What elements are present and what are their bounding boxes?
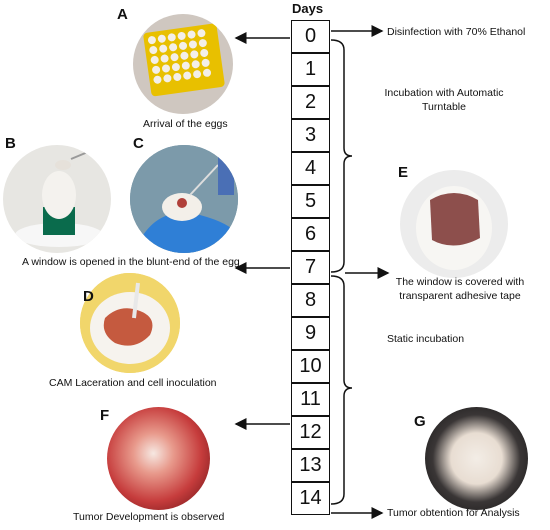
- label-disinfection: Disinfection with 70% Ethanol: [387, 26, 526, 38]
- day-cell: 10: [291, 350, 330, 383]
- day-cell: 8: [291, 284, 330, 317]
- window-covered-egg-photo: [400, 170, 508, 278]
- day-cell: 2: [291, 86, 330, 119]
- label-tumor-obtention: Tumor obtention for Analysis: [387, 507, 520, 519]
- day-cell: 3: [291, 119, 330, 152]
- panel-label-g: G: [414, 413, 426, 430]
- label-static-incubation: Static incubation: [387, 333, 465, 345]
- tumor-obtention-photo: [425, 407, 528, 510]
- brace-static: [330, 275, 353, 505]
- panel-label-f: F: [100, 407, 110, 424]
- day-cell: 7: [291, 251, 330, 284]
- caption-cam-laceration: CAM Laceration and cell inoculation: [49, 377, 217, 389]
- tumor-development-photo: [107, 407, 210, 510]
- day-cell: 14: [291, 482, 330, 515]
- day-cell: 4: [291, 152, 330, 185]
- day-cell: 11: [291, 383, 330, 416]
- egg-on-stand-photo: [3, 145, 111, 253]
- day-cell: 12: [291, 416, 330, 449]
- panel-label-b: B: [5, 135, 16, 152]
- egg-tray-illustration: [143, 23, 225, 97]
- brace-incubation: [330, 39, 353, 273]
- day-cell: 6: [291, 218, 330, 251]
- cam-illustration: [80, 273, 180, 373]
- egg-tray-photo: [133, 14, 233, 114]
- day-cell: 0: [291, 20, 330, 53]
- caption-arrival: Arrival of the eggs: [143, 118, 228, 130]
- panel-label-c: C: [133, 135, 144, 152]
- panel-label-a: A: [117, 6, 128, 23]
- label-window-covered: The window is covered with transparent a…: [395, 276, 525, 302]
- panel-label-e: E: [398, 164, 409, 181]
- day-cell: 9: [291, 317, 330, 350]
- gloved-hand-illustration: [130, 145, 238, 253]
- label-incubation: Incubation with Automatic Turntable: [384, 87, 504, 113]
- days-header: Days: [292, 1, 324, 16]
- day-cell: 13: [291, 449, 330, 482]
- panel-label-d: D: [83, 288, 94, 305]
- day-cell: 5: [291, 185, 330, 218]
- covered-egg-illustration: [416, 186, 492, 270]
- caption-window-opened: A window is opened in the blunt-end of t…: [22, 256, 240, 268]
- window-opening-photo: [130, 145, 238, 253]
- day-cell: 1: [291, 53, 330, 86]
- egg-stand-illustration: [15, 148, 103, 247]
- cam-inoculation-photo: [80, 273, 180, 373]
- caption-tumor-development: Tumor Development is observed: [73, 511, 225, 523]
